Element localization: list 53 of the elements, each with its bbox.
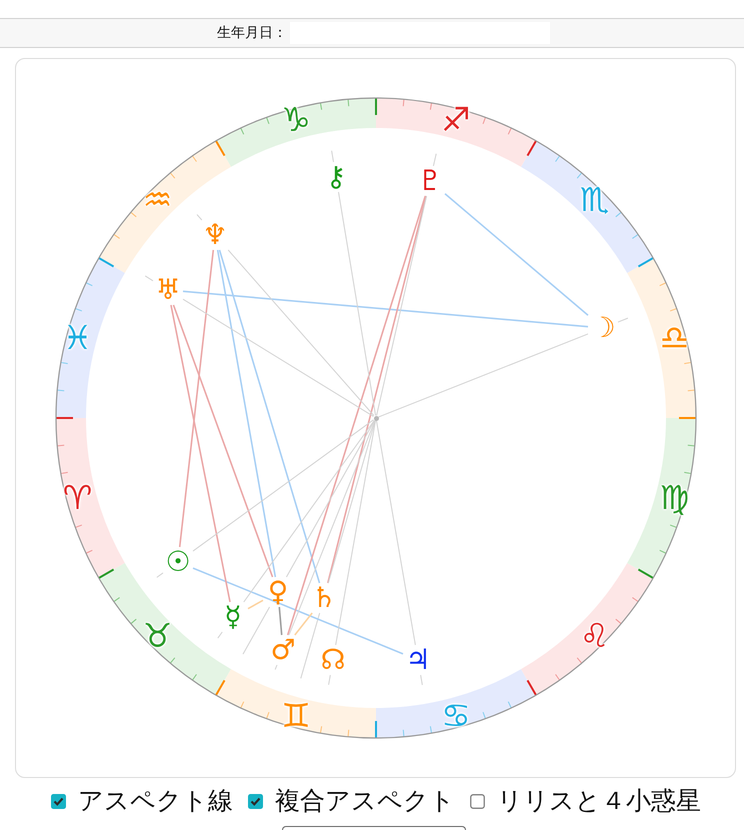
zodiac-symbol: ♌ [578, 618, 610, 654]
field-label: 生年月日： [217, 24, 287, 42]
aspect-line [216, 250, 276, 578]
aspect-line [294, 612, 313, 636]
radial-line [182, 298, 374, 417]
planet-symbol: ♃ [403, 645, 433, 675]
aspect-line [170, 304, 231, 602]
aspect-line [286, 196, 426, 636]
planet-symbol: ⚷ [321, 162, 351, 192]
planet-symbol: ♀ [263, 577, 293, 607]
radial-line [338, 192, 376, 416]
radial-line [228, 250, 374, 416]
zodiac-symbol: ♍ [658, 480, 690, 516]
planet-symbol: ♆ [200, 220, 230, 250]
radial-line [376, 420, 416, 646]
planet-symbol: ☿ [218, 602, 248, 632]
zodiac-symbol: ♑ [280, 102, 312, 138]
planet-symbol: ♂ [268, 635, 298, 665]
radial-line [335, 420, 376, 646]
zodiac-symbol: ♉ [142, 618, 174, 654]
radial-line [288, 420, 376, 636]
radial-line [286, 420, 376, 578]
aspect-line [182, 290, 588, 328]
zodiac-symbol: ♓ [62, 320, 94, 356]
zodiac-symbol: ♎ [658, 320, 690, 356]
aspect-line [278, 606, 282, 636]
zodiac-symbol: ♐ [440, 102, 472, 138]
aspect-line [444, 193, 589, 316]
radial-line [192, 419, 374, 552]
zodiac-symbol: ♏ [578, 182, 610, 218]
aspect-line [327, 196, 427, 584]
planet-symbol: ☉ [163, 547, 193, 577]
aspect-line [248, 600, 264, 610]
aspect-line [192, 567, 404, 655]
planet-symbol: ♇ [415, 166, 445, 196]
radial-line [243, 420, 375, 602]
planet-symbol: ☽ [588, 313, 618, 343]
planet-symbol: ♅ [153, 275, 183, 305]
aspect-line [178, 250, 214, 548]
zodiac-symbol: ♋ [440, 698, 472, 734]
planet-symbol: ☊ [318, 645, 348, 675]
aspect-line [218, 250, 320, 584]
radial-line [378, 333, 588, 418]
planet-symbol: ♄ [309, 583, 339, 613]
checkbox-label: アスペクト線 [78, 785, 233, 817]
checkbox-label: リリスと４小惑星 [497, 785, 701, 817]
zodiac-symbol: ♒ [142, 182, 174, 218]
zodiac-symbol: ♊ [280, 698, 312, 734]
centre-dot [374, 416, 378, 420]
aspect-line [172, 304, 274, 578]
radial-line [376, 196, 428, 416]
checkbox-label: 複合アスペクト [275, 785, 455, 817]
zodiac-symbol: ♈ [62, 480, 94, 516]
